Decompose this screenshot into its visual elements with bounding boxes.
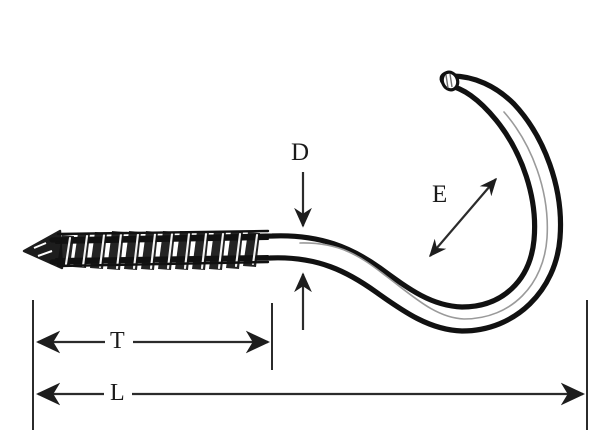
hook-highlight-line [299, 111, 549, 320]
hook-inner-contour [49, 73, 564, 334]
dimension-label-L: L [110, 380, 125, 406]
hook-tip-shading [445, 73, 453, 89]
dimension-E [429, 177, 497, 258]
dimension-label-T: T [110, 328, 125, 354]
dimension-E-arrow [429, 177, 497, 258]
dimension-label-E: E [432, 181, 448, 208]
screw-hook-body [22, 70, 564, 334]
dimension-label-D: D [291, 139, 310, 166]
hook-outer-contour [49, 83, 538, 310]
thread-turns [57, 231, 260, 270]
screw-threads [55, 229, 270, 270]
thread-crest-bottom [56, 260, 270, 268]
screw-point [22, 229, 64, 270]
extension-lines [32, 300, 588, 430]
thread-crest-top [56, 229, 270, 236]
dimension-annotations [32, 172, 588, 430]
